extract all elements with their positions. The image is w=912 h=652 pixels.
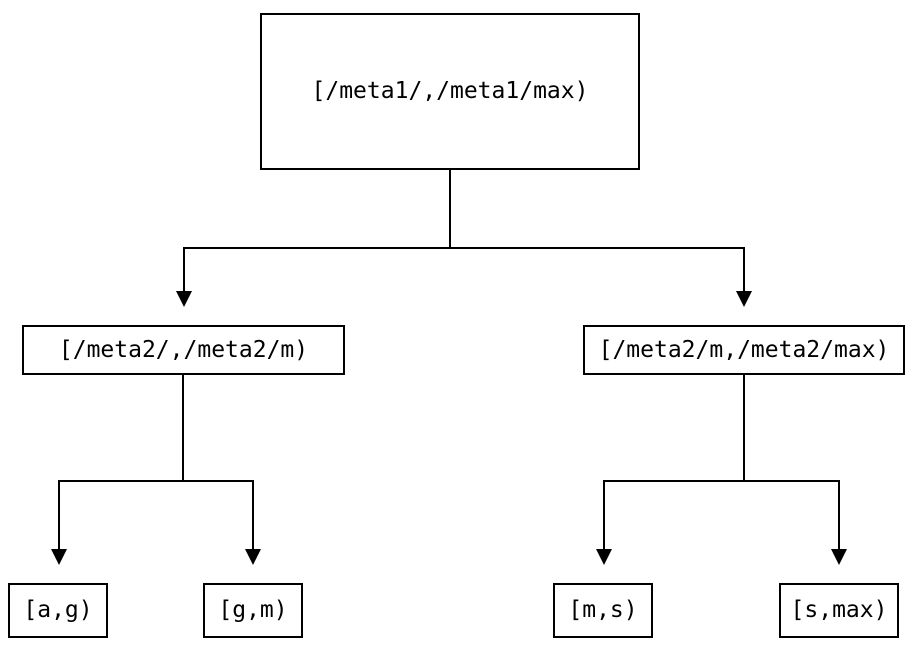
edge-right-to-leaf-ms — [603, 480, 605, 549]
edge-right-stem — [743, 375, 745, 481]
arrowhead-down-icon — [596, 549, 612, 565]
edge-left-branch-bar — [58, 480, 254, 482]
node-leaf-ms-label: [m,s) — [568, 597, 638, 623]
edge-root-to-right — [743, 247, 745, 291]
edge-root-to-left — [183, 247, 185, 291]
node-leaf-ms: [m,s) — [553, 583, 653, 638]
edge-root-stem — [449, 170, 451, 248]
node-leaf-smax-label: [s,max) — [790, 597, 888, 623]
arrowhead-down-icon — [245, 549, 261, 565]
node-leaf-ag-label: [a,g) — [23, 597, 93, 623]
arrowhead-down-icon — [831, 549, 847, 565]
edge-left-to-leaf-gm — [252, 480, 254, 549]
edge-root-branch-bar — [183, 247, 744, 249]
edge-left-to-leaf-ag — [58, 480, 60, 549]
node-meta2-right: [/meta2/m,/meta2/max) — [583, 325, 905, 375]
node-root: [/meta1/,/meta1/max) — [260, 13, 640, 170]
node-meta2-left: [/meta2/,/meta2/m) — [22, 325, 345, 375]
node-leaf-gm: [g,m) — [203, 583, 303, 638]
node-root-label: [/meta1/,/meta1/max) — [311, 78, 589, 104]
edge-right-branch-bar — [603, 480, 840, 482]
edge-right-to-leaf-smax — [838, 480, 840, 549]
arrowhead-down-icon — [51, 549, 67, 565]
arrowhead-down-icon — [176, 291, 192, 307]
node-meta2-right-label: [/meta2/m,/meta2/max) — [598, 336, 890, 363]
node-leaf-gm-label: [g,m) — [218, 597, 288, 623]
node-leaf-smax: [s,max) — [779, 583, 899, 638]
edge-left-stem — [182, 375, 184, 481]
node-leaf-ag: [a,g) — [8, 583, 108, 638]
node-meta2-left-label: [/meta2/,/meta2/m) — [58, 336, 309, 363]
arrowhead-down-icon — [736, 291, 752, 307]
